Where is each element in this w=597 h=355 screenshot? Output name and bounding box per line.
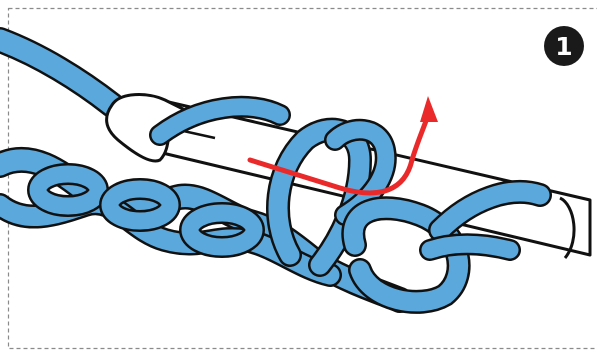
front-loop — [341, 179, 552, 314]
direction-arrow-icon — [247, 96, 438, 196]
loops-on-hook — [266, 117, 397, 277]
step-number-badge: 1 — [544, 26, 584, 66]
working-yarn — [0, 27, 125, 118]
yarn-over-hook — [149, 95, 291, 146]
dashed-frame — [7, 7, 597, 350]
